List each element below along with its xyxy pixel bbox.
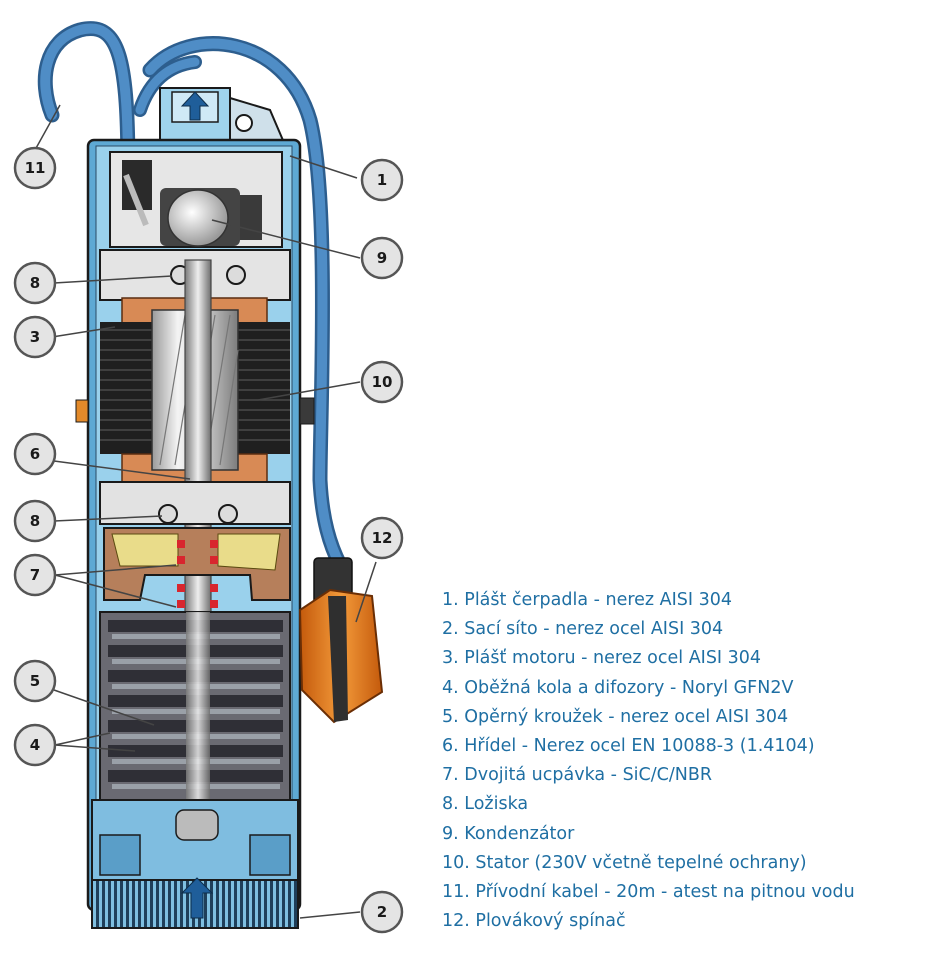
- leader-1: [289, 155, 358, 179]
- callout-1: 1: [360, 158, 404, 202]
- callout-3: 3: [13, 315, 57, 359]
- callout-10: 10: [360, 360, 404, 404]
- svg-text:2: 2: [377, 903, 387, 921]
- legend-item: 8. Ložiska: [442, 794, 529, 815]
- legend-item: 2. Sací síto - nerez ocel AISI 304: [442, 619, 724, 640]
- svg-text:11: 11: [25, 159, 46, 177]
- svg-text:12: 12: [372, 529, 393, 547]
- leader-8a: [53, 275, 173, 284]
- leader-4a: [54, 732, 111, 746]
- leader-10: [257, 381, 361, 401]
- svg-text:5: 5: [30, 672, 40, 690]
- legend-item: 4. Oběžná kola a difozory - Noryl GFN2V: [442, 677, 794, 698]
- leader-3: [51, 326, 116, 338]
- callout-7: 7: [13, 553, 57, 597]
- svg-text:7: 7: [30, 566, 40, 584]
- svg-text:6: 6: [30, 445, 40, 463]
- leader-5: [53, 689, 155, 726]
- callout-9: 9: [360, 236, 404, 280]
- callout-8a: 8: [13, 261, 57, 305]
- leader-12: [355, 561, 377, 623]
- callout-8b: 8: [13, 499, 57, 543]
- legend-item: 10. Stator (230V včetně tepelné ochrany): [442, 852, 807, 873]
- leader-2: [299, 911, 361, 919]
- legend-item: 6. Hřídel - Nerez ocel EN 10088-3 (1.410…: [442, 736, 815, 757]
- leader-11: [34, 104, 61, 151]
- legend-item: 12. Plovákový spínač: [442, 911, 626, 932]
- svg-text:4: 4: [30, 736, 40, 754]
- leader-4b: [54, 744, 136, 752]
- svg-text:10: 10: [372, 373, 393, 391]
- legend-item: 11. Přívodní kabel - 20m - atest na pitn…: [442, 882, 855, 903]
- callout-6: 6: [13, 432, 57, 476]
- callout-2: 2: [360, 890, 404, 934]
- inlet-arrow-icon: [180, 877, 214, 919]
- lower-bearing: [158, 504, 178, 524]
- leader-6: [53, 460, 191, 480]
- legend-item: 9. Kondenzátor: [442, 823, 575, 844]
- legend-item: 1. Plášt čerpadla - nerez AISI 304: [442, 590, 733, 610]
- svg-text:8: 8: [30, 274, 40, 292]
- lower-bearing-housing: [99, 481, 291, 525]
- mechanical-seal: [177, 540, 218, 608]
- legend-item: 5. Opěrný kroužek - nerez ocel AISI 304: [442, 706, 789, 727]
- callout-12: 12: [360, 516, 404, 560]
- svg-text:3: 3: [30, 328, 40, 346]
- callout-11: 11: [13, 146, 57, 190]
- callout-5: 5: [13, 659, 57, 703]
- leader-9: [211, 219, 361, 259]
- legend-item: 7. Dvojitá ucpávka - SiC/C/NBR: [442, 765, 713, 786]
- svg-text:9: 9: [377, 249, 387, 267]
- callout-4: 4: [13, 723, 57, 767]
- legend-item: 3. Plášť motoru - nerez ocel AISI 304: [442, 648, 762, 669]
- svg-text:8: 8: [30, 512, 40, 530]
- leader-7b: [54, 574, 177, 608]
- leader-8b: [53, 515, 163, 522]
- svg-text:1: 1: [377, 171, 387, 189]
- outlet-arrow-icon: [180, 91, 210, 121]
- parts-legend: 1. Plášt čerpadla - nerez AISI 304 2. Sa…: [442, 586, 855, 936]
- leader-7a: [54, 564, 177, 576]
